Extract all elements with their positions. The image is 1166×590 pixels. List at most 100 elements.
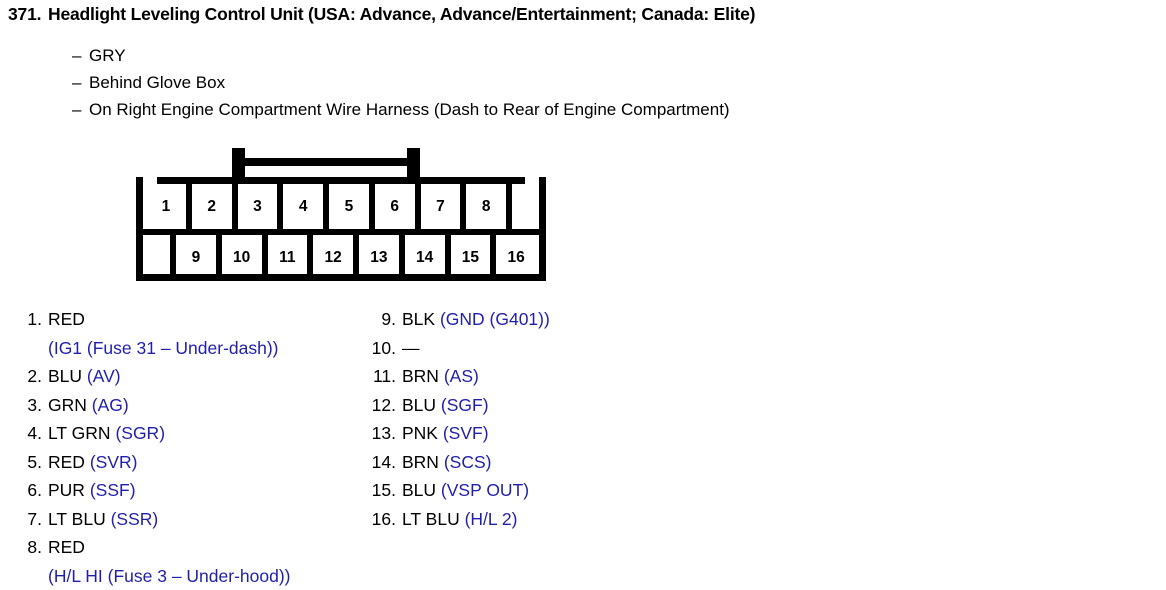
- note-dash: –: [72, 46, 82, 65]
- pin-circuit-label: (VSP OUT): [440, 480, 530, 500]
- connector-pin-cell-blank: [143, 235, 173, 280]
- pin-number: 15.: [371, 480, 396, 500]
- pin-entry: 8. RED (H/L HI (Fuse 3 – Under-hood)): [8, 533, 353, 590]
- pin-wire-color: BRN: [402, 451, 439, 472]
- pin-entry: 4. LT GRN (SGR): [8, 419, 353, 448]
- connector-pin-cell: 6: [368, 184, 418, 229]
- pin-number: 6.: [27, 480, 42, 500]
- pin-entry: 2. BLU (AV): [8, 362, 353, 391]
- pin-number: 5.: [27, 451, 42, 472]
- pin-number: 13.: [371, 423, 396, 443]
- pin-number: 8.: [27, 537, 42, 557]
- pin-circuit-label: (AG): [91, 394, 129, 415]
- pin-wire-color: BLU: [402, 394, 437, 415]
- page-title-text: Headlight Leveling Control Unit (USA: Ad…: [48, 4, 756, 24]
- connector-pin-cell-blank: [506, 184, 539, 229]
- pin-wire-color: LT BLU: [402, 508, 460, 529]
- pin-circuit-label: (SGF): [440, 394, 489, 415]
- pin-wire-color: RED: [48, 537, 85, 557]
- pin-circuit-label-wrapped: (H/L HI (Fuse 3 – Under-hood)): [48, 565, 291, 586]
- pin-number: 12.: [371, 394, 396, 415]
- connector-pin-cell: 11: [261, 235, 311, 280]
- connector-pin-cell: 7: [414, 184, 464, 229]
- connector-pin-cell: 16: [490, 235, 539, 280]
- connector-latch-bar: [232, 158, 420, 166]
- pin-wire-color: BLU: [402, 480, 437, 500]
- connector-pin-cell: 14: [398, 235, 448, 280]
- pin-circuit-label: (AV): [86, 366, 121, 386]
- connector-pin-cell: 3: [231, 184, 281, 229]
- pin-number: 14.: [371, 451, 396, 472]
- connector-pin-cell: 10: [215, 235, 265, 280]
- pin-circuit-label: (GND (G401)): [439, 309, 550, 329]
- pin-wire-color: GRN: [48, 394, 87, 415]
- pin-circuit-label: (SCS): [443, 451, 492, 472]
- pin-number: 16.: [371, 508, 396, 529]
- connector-pin-cell: 1: [161, 197, 171, 215]
- pin-entry: 1. RED (IG1 (Fuse 31 – Under-dash)): [8, 305, 353, 362]
- pin-wire-color: LT BLU: [48, 508, 106, 529]
- pin-entry: 11.BRN (AS): [362, 362, 722, 391]
- pin-number: 11.: [372, 366, 396, 386]
- connector-row-divider: [143, 229, 539, 235]
- pin-circuit-label: (AS): [443, 366, 479, 386]
- connector-notch-left: [143, 177, 157, 189]
- pin-number: 1.: [27, 309, 42, 329]
- pin-list-right: 9.BLK (GND (G401))10.—11.BRN (AS)12.BLU …: [362, 305, 722, 533]
- page-title: 371. Headlight Leveling Control Unit (USA…: [8, 4, 1164, 25]
- pin-circuit-label: (SSF): [89, 480, 136, 500]
- note-line: –Behind Glove Box: [72, 69, 1132, 96]
- pin-wire-color: BLK: [402, 309, 436, 329]
- note-dash: –: [72, 73, 82, 92]
- pin-wire-color: PUR: [48, 480, 85, 500]
- pin-number: 3.: [27, 394, 42, 415]
- pin-entry: 3. GRN (AG): [8, 391, 353, 420]
- connector-pin-cell: 13: [353, 235, 402, 280]
- pin-entry: 6. PUR (SSF): [8, 476, 353, 505]
- pin-entry: 5. RED (SVR): [8, 448, 353, 477]
- notes-list: –GRY–Behind Glove Box–On Right Engine Co…: [72, 42, 1132, 123]
- pin-entry: 13. PNK (SVF): [362, 419, 722, 448]
- pin-circuit-label: (SVR): [89, 451, 138, 472]
- pin-circuit-label: (H/L 2): [464, 508, 518, 529]
- pin-entry: 16. LT BLU (H/L 2): [362, 505, 722, 534]
- note-dash: –: [72, 100, 82, 119]
- pin-circuit-label: (SGR): [115, 423, 166, 443]
- pin-wire-color: BLU: [48, 366, 83, 386]
- note-text: On Right Engine Compartment Wire Harness…: [89, 100, 730, 119]
- pin-number: 7.: [27, 508, 42, 529]
- page-title-number: 371.: [8, 4, 42, 24]
- connector-pin-cell: 4: [277, 184, 326, 229]
- connector-pin-cell: 8: [460, 184, 509, 229]
- pin-wire-color: —: [402, 337, 420, 358]
- pin-wire-color: RED: [48, 451, 85, 472]
- pin-circuit-label: (SSR): [110, 508, 159, 529]
- pin-circuit-label: (SVF): [442, 423, 489, 443]
- pin-number: 2.: [27, 366, 42, 386]
- connector-pin-cell: 5: [323, 184, 372, 229]
- pin-entry: 9. BLK (GND (G401)): [362, 305, 722, 334]
- connector-pin-cell: 2: [185, 184, 235, 229]
- pin-wire-color: LT GRN: [48, 423, 111, 443]
- pin-wire-color: RED: [48, 309, 85, 329]
- pin-list-left: 1. RED (IG1 (Fuse 31 – Under-dash)) 2. BLU (…: [8, 305, 353, 590]
- connector-notch-right: [525, 177, 539, 189]
- pin-entry: 14. BRN (SCS): [362, 448, 722, 477]
- note-text: GRY: [89, 46, 126, 65]
- pin-entry: 10. —: [362, 334, 722, 363]
- connector-pin-cell: 9: [170, 235, 219, 280]
- pin-circuit-label-wrapped: (IG1 (Fuse 31 – Under-dash)): [48, 337, 279, 358]
- pin-entry: 15. BLU (VSP OUT): [362, 476, 722, 505]
- note-text: Behind Glove Box: [89, 73, 226, 92]
- pin-entry: 7. LT BLU (SSR): [8, 505, 353, 534]
- note-line: –On Right Engine Compartment Wire Harnes…: [72, 96, 1132, 123]
- pin-number: 9.: [381, 309, 396, 329]
- connector-pin-cell: 12: [307, 235, 356, 280]
- pin-number: 4.: [27, 423, 42, 443]
- pin-number: 10.: [371, 337, 396, 358]
- pin-wire-color: PNK: [402, 423, 438, 443]
- note-line: –GRY: [72, 42, 1132, 69]
